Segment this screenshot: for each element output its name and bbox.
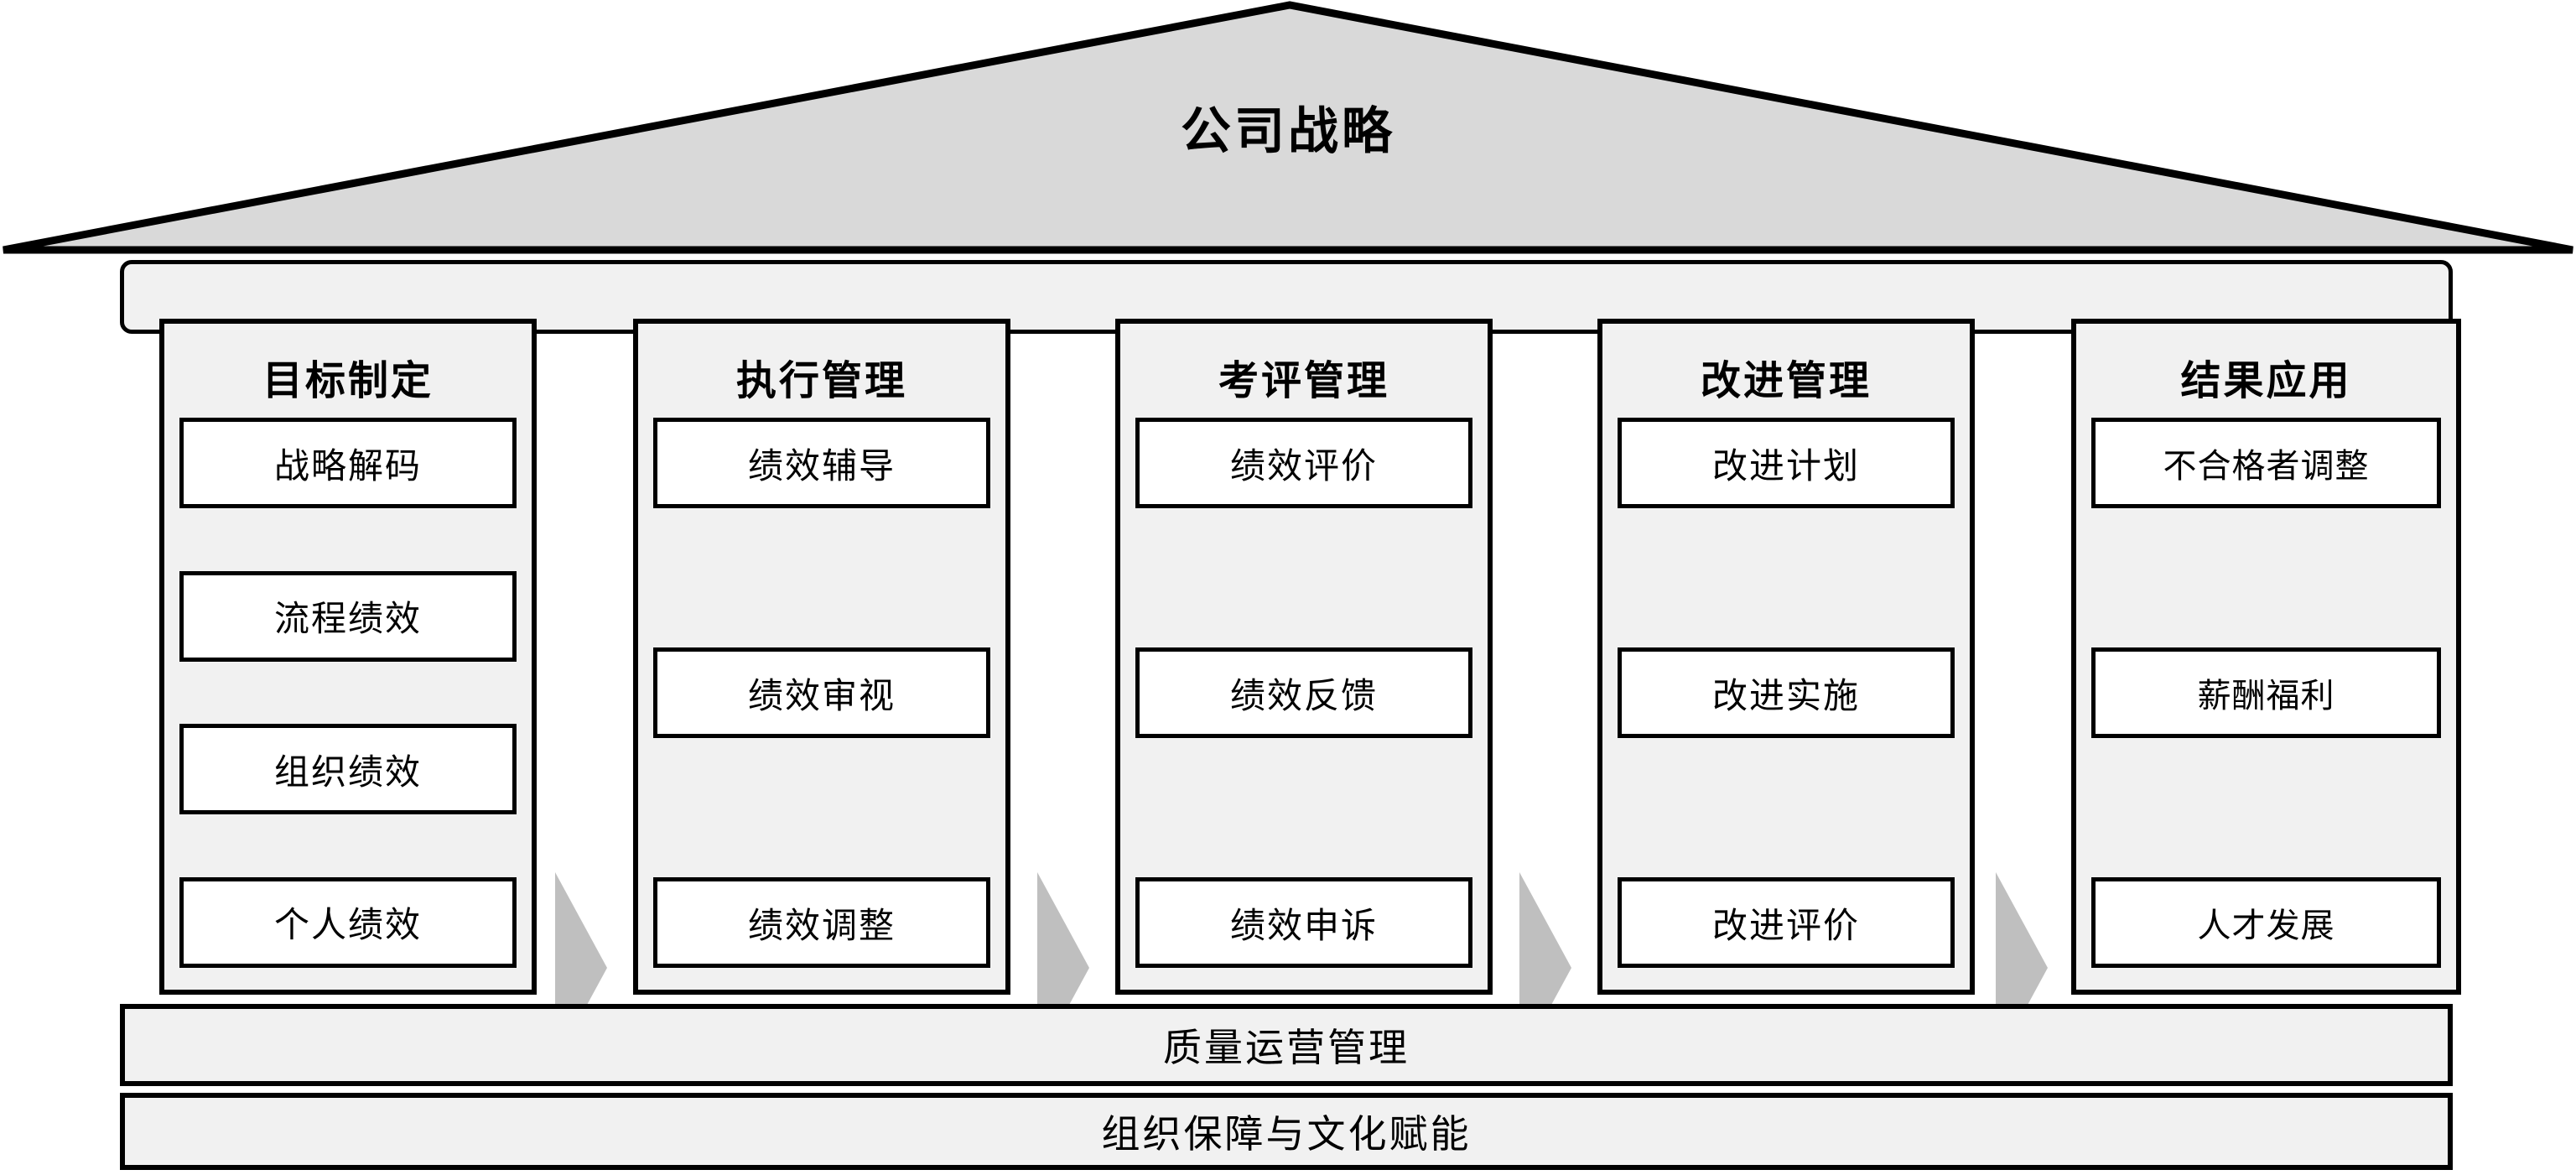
pillar-item[interactable]: 流程绩效: [179, 570, 517, 662]
pillar-item[interactable]: 绩效申诉: [1135, 877, 1472, 968]
pillar-title: 执行管理: [735, 359, 907, 403]
pillar-item[interactable]: 绩效反馈: [1135, 647, 1472, 738]
pillar-title: 目标制定: [262, 359, 434, 403]
pillar-goal-setting[interactable]: 目标制定 战略解码 流程绩效 组织绩效 个人绩效: [159, 319, 537, 995]
pillar-item-list: 绩效辅导 绩效审视 绩效调整: [638, 418, 1005, 990]
pillar-execution-management[interactable]: 执行管理 绩效辅导 绩效审视 绩效调整: [633, 319, 1010, 995]
foundation-bar-organization-culture[interactable]: 组织保障与文化赋能: [120, 1093, 2453, 1170]
pillar-item-list: 绩效评价 绩效反馈 绩效申诉: [1120, 418, 1488, 990]
pillar-item[interactable]: 绩效辅导: [653, 418, 990, 508]
pillar-title: 结果应用: [2180, 359, 2352, 403]
pillar-item[interactable]: 改进计划: [1618, 418, 1955, 508]
pillar-appraisal-management[interactable]: 考评管理 绩效评价 绩效反馈 绩效申诉: [1115, 319, 1493, 995]
pillar-item[interactable]: 人才发展: [2091, 877, 2441, 968]
pillar-item[interactable]: 绩效调整: [653, 877, 990, 968]
pillar-item[interactable]: 组织绩效: [179, 724, 517, 815]
pillar-item[interactable]: 薪酬福利: [2091, 647, 2441, 738]
pillar-row: 目标制定 战略解码 流程绩效 组织绩效 个人绩效 执行管理 绩效辅导 绩效审视 …: [0, 319, 2576, 1063]
foundation-bar-quality-operations[interactable]: 质量运营管理: [120, 1004, 2453, 1086]
pillar-item[interactable]: 不合格者调整: [2091, 418, 2441, 508]
pillar-item-list: 不合格者调整 薪酬福利 人才发展: [2076, 418, 2456, 990]
pillar-result-application[interactable]: 结果应用 不合格者调整 薪酬福利 人才发展: [2071, 319, 2461, 995]
pillar-title: 改进管理: [1700, 359, 1872, 403]
pillar-item[interactable]: 个人绩效: [179, 876, 517, 968]
pillar-item-list: 改进计划 改进实施 改进评价: [1602, 418, 1970, 990]
pillar-item[interactable]: 改进实施: [1618, 647, 1955, 738]
pillar-item-list: 战略解码 流程绩效 组织绩效 个人绩效: [164, 418, 532, 990]
roof-shape: 公司战略: [0, 0, 2576, 257]
pillar-item[interactable]: 改进评价: [1618, 877, 1955, 968]
pillar-title: 考评管理: [1218, 359, 1389, 403]
pillar-item[interactable]: 战略解码: [179, 418, 517, 508]
pillar-improvement-management[interactable]: 改进管理 改进计划 改进实施 改进评价: [1597, 319, 1975, 995]
pillar-item[interactable]: 绩效审视: [653, 647, 990, 738]
pillar-item[interactable]: 绩效评价: [1135, 418, 1472, 508]
